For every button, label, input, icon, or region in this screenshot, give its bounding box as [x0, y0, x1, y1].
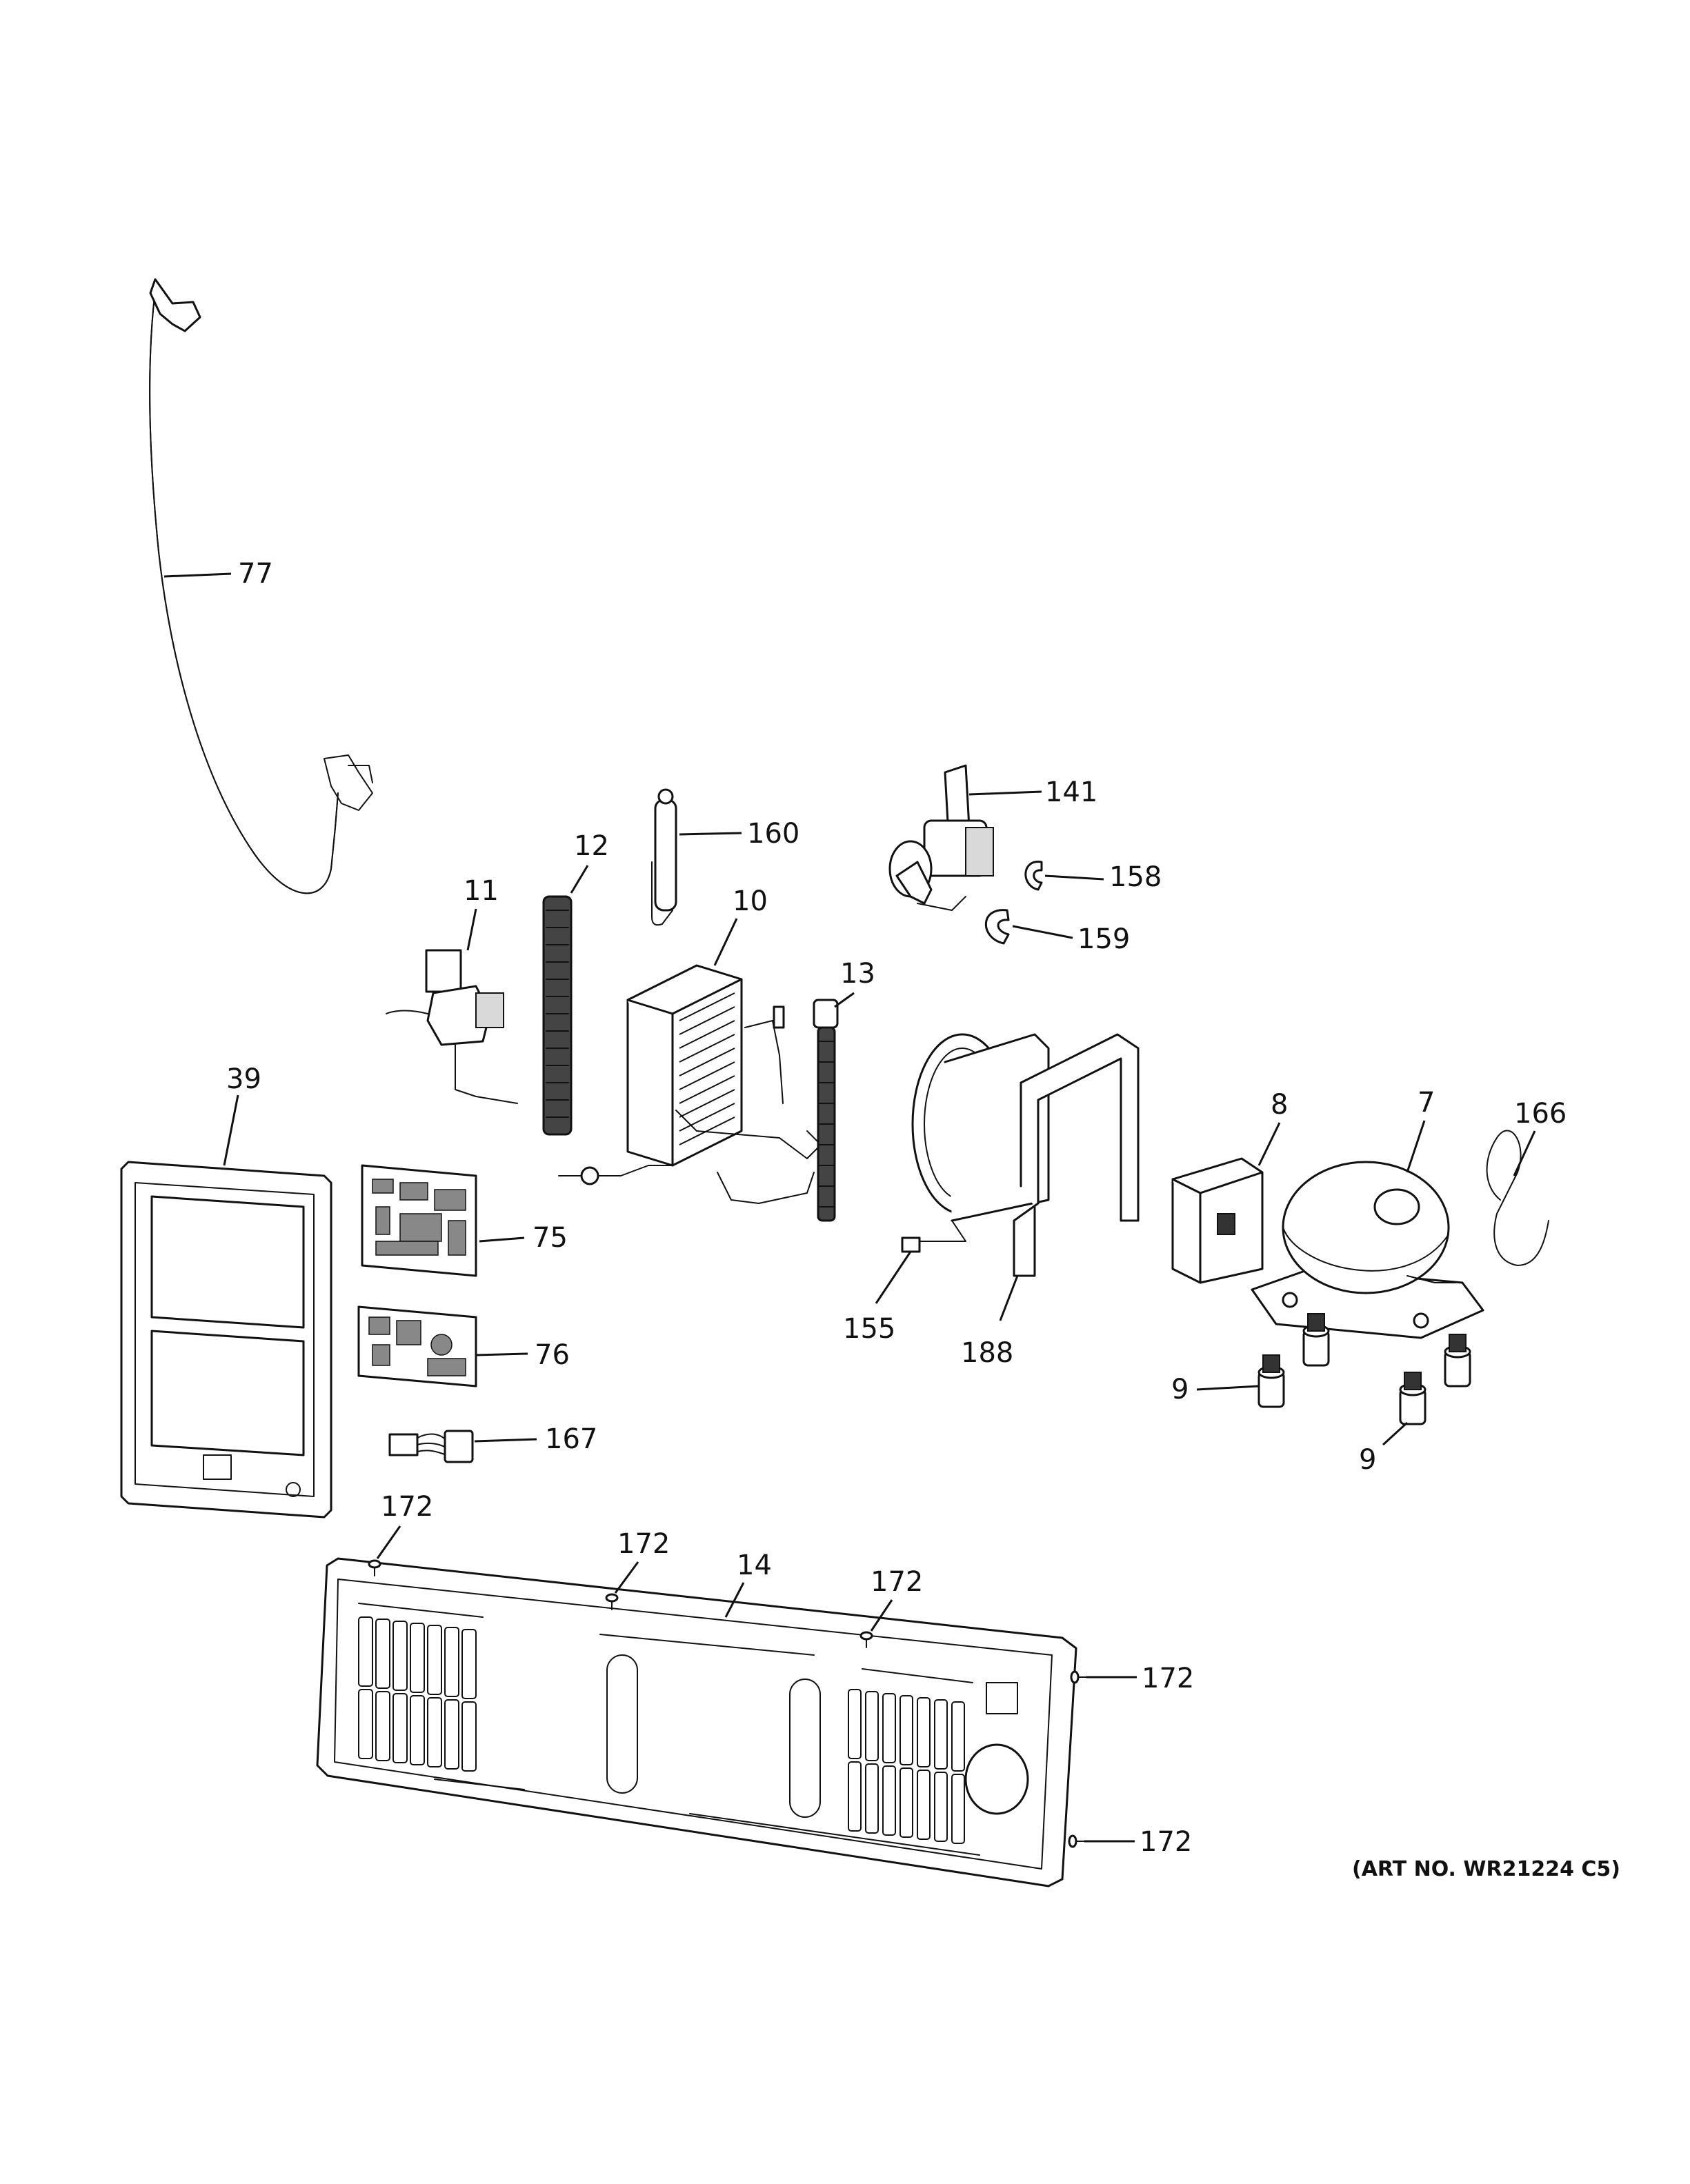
callout-141: 141	[1045, 777, 1097, 808]
callout-172-top-right: 172	[871, 1566, 923, 1598]
part-39-frame	[120, 1161, 332, 1519]
callout-167: 167	[545, 1423, 597, 1455]
part-76-power-board	[357, 1305, 477, 1387]
callout-14: 14	[737, 1550, 772, 1581]
callout-9-left: 9	[1171, 1374, 1189, 1405]
callout-7: 7	[1418, 1087, 1435, 1119]
part-7-compressor	[1251, 1161, 1484, 1339]
part-9-grommets	[1257, 1313, 1471, 1425]
callout-13: 13	[840, 958, 875, 990]
callout-172-top-left: 172	[381, 1491, 433, 1523]
callout-76: 76	[535, 1339, 570, 1371]
art-number: (ART NO. WR21224 C5)	[1352, 1857, 1620, 1881]
part-12-insulated-hose	[542, 895, 573, 1136]
part-11-valve-assembly	[386, 949, 518, 1104]
callout-11: 11	[464, 875, 499, 907]
callout-8: 8	[1271, 1089, 1288, 1121]
callout-172-top-middle: 172	[617, 1528, 670, 1560]
part-8-start-relay	[1171, 1157, 1264, 1284]
part-160-tube	[651, 788, 677, 926]
part-141-water-valve	[888, 764, 994, 911]
part-188-bracket	[1013, 1033, 1140, 1277]
callout-158: 158	[1109, 861, 1162, 893]
callout-labels: 77 160 141 158 159 12 11 10 13 39 75 76 …	[226, 558, 1620, 1881]
callout-166: 166	[1514, 1098, 1567, 1130]
callout-188: 188	[961, 1337, 1013, 1369]
callout-172-right-lower: 172	[1140, 1826, 1192, 1858]
callout-39: 39	[226, 1063, 261, 1095]
callout-160: 160	[747, 818, 799, 850]
part-75-control-board	[361, 1164, 477, 1277]
part-166-tube	[1486, 1130, 1549, 1266]
part-167-connector	[388, 1430, 474, 1463]
part-10-coil-assembly	[558, 964, 822, 1204]
callout-172-right-upper: 172	[1142, 1663, 1194, 1694]
callout-159: 159	[1077, 923, 1130, 955]
callout-10: 10	[733, 885, 768, 917]
callout-9-right: 9	[1359, 1444, 1376, 1476]
part-158-clip	[1024, 861, 1043, 891]
callout-155: 155	[843, 1313, 895, 1345]
part-172-screws	[368, 1559, 1087, 1848]
callout-75: 75	[533, 1222, 568, 1254]
leader-lines	[163, 572, 1536, 1843]
part-14-back-panel	[316, 1557, 1077, 1887]
callout-77: 77	[238, 558, 273, 590]
part-159-clip	[984, 909, 1010, 945]
callout-12: 12	[574, 830, 609, 862]
part-77-wire-harness	[149, 278, 373, 894]
part-13-drain-tube	[813, 999, 839, 1222]
